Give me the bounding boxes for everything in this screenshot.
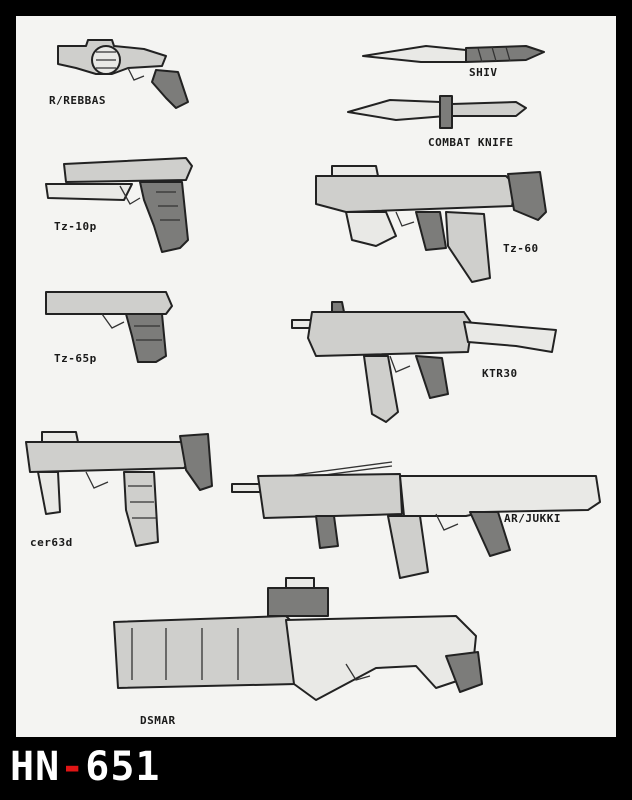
label-revolver: R/REBBAS bbox=[49, 94, 106, 107]
label-arjukki: AR/JUKKI bbox=[504, 512, 561, 525]
brand-separator: - bbox=[60, 744, 86, 790]
brand-left: HN bbox=[10, 744, 61, 790]
tz60-sketch bbox=[315, 165, 547, 283]
tz65p-sketch bbox=[45, 291, 173, 363]
arjukki-sketch bbox=[231, 461, 601, 579]
brand-logo: HN-651 bbox=[10, 744, 161, 790]
tz10p-sketch bbox=[45, 157, 193, 253]
combat-knife-sketch bbox=[347, 95, 527, 129]
label-ktr30: KTR30 bbox=[482, 367, 518, 380]
label-shiv: SHIV bbox=[469, 66, 498, 79]
dsmar-sketch bbox=[113, 577, 483, 701]
label-tz10p: Tz-10p bbox=[54, 220, 97, 233]
label-combat-knife: COMBAT KNIFE bbox=[428, 136, 514, 149]
cer63d-sketch bbox=[25, 431, 213, 547]
revolver-sketch bbox=[57, 39, 189, 109]
sketch-sheet: R/REBBAS SHIV COMBAT KNIFE Tz-10p Tz-60 … bbox=[16, 16, 616, 737]
ktr30-sketch bbox=[291, 301, 557, 423]
brand-right: 651 bbox=[85, 744, 161, 790]
label-dsmar: DSMAR bbox=[140, 714, 176, 727]
label-tz60: Tz-60 bbox=[503, 242, 539, 255]
label-tz65p: Tz-65p bbox=[54, 352, 97, 365]
weapon-sketches bbox=[25, 39, 601, 701]
label-cer63d: cer63d bbox=[30, 536, 73, 549]
shiv-sketch bbox=[362, 45, 545, 63]
